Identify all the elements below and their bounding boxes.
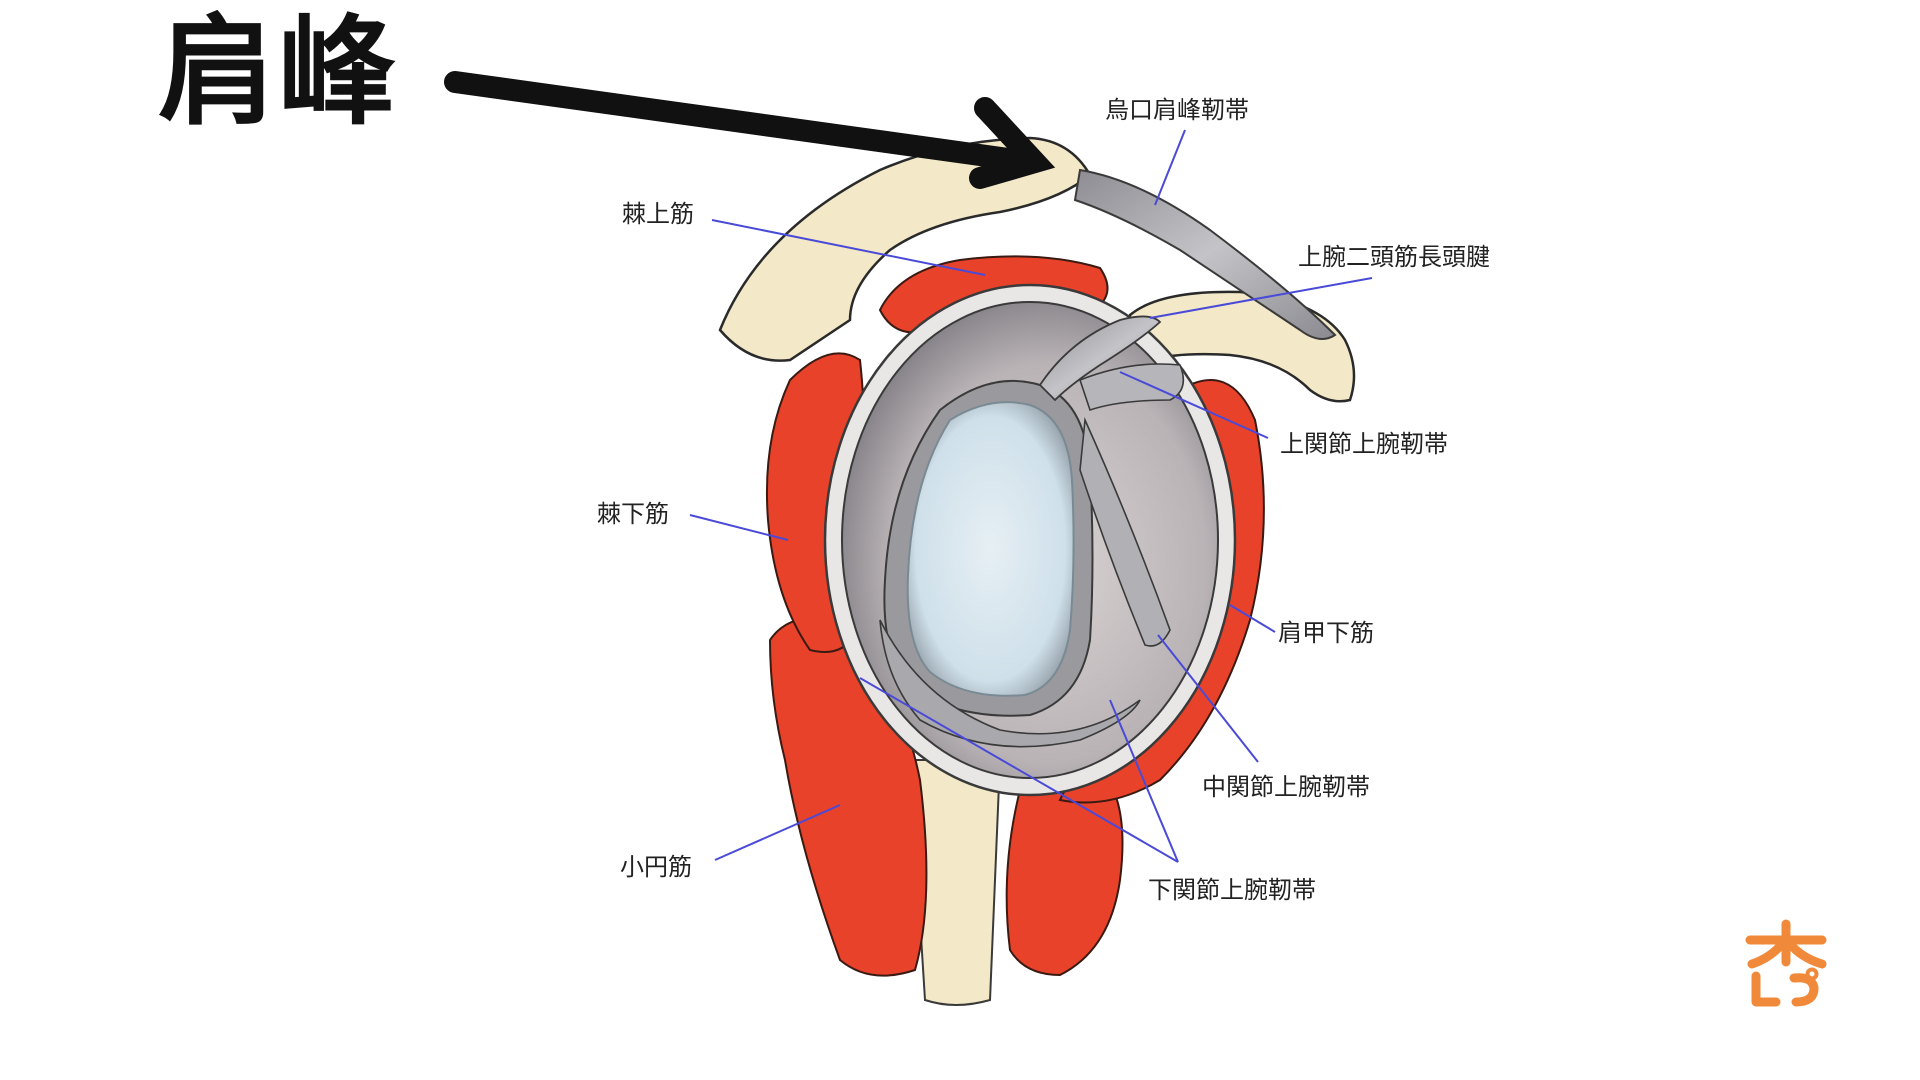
label-coracoacromial-ligament: 烏口肩峰靭帯 — [1105, 96, 1249, 124]
label-inferior-glenohumeral: 下関節上腕靭帯 — [1148, 876, 1316, 904]
label-teres-minor: 小円筋 — [620, 853, 692, 881]
label-infraspinatus: 棘下筋 — [597, 500, 669, 528]
leader-infraspinatus — [689, 514, 789, 541]
leader-subscapularis — [1229, 604, 1276, 633]
inferior-glenohumeral-ligament — [879, 619, 1141, 748]
middle-glenohumeral-ligament — [1079, 416, 1171, 647]
leader-teres-minor — [714, 804, 841, 861]
leader-inferior-gh-a — [859, 677, 1179, 863]
leader-coracoacromial — [1154, 129, 1186, 206]
leader-biceps — [1149, 277, 1373, 319]
leader-superior-gh — [1119, 371, 1269, 439]
label-supraspinatus: 棘上筋 — [622, 200, 694, 228]
leader-inferior-gh-b — [1109, 699, 1179, 863]
leader-supraspinatus — [711, 219, 986, 276]
superior-glenohumeral-ligament — [1079, 363, 1185, 412]
articular-cartilage — [906, 401, 1075, 697]
label-middle-glenohumeral: 中関節上腕靭帯 — [1202, 773, 1370, 801]
leader-lines — [689, 129, 1373, 863]
biceps-long-head-tendon — [1038, 315, 1162, 402]
label-superior-glenohumeral: 上関節上腕靭帯 — [1280, 430, 1448, 458]
leader-middle-gh — [1157, 634, 1259, 763]
acromion-bone — [718, 136, 1092, 362]
brand-logo-icon — [1745, 919, 1827, 1007]
label-subscapularis: 肩甲下筋 — [1278, 619, 1374, 647]
humerus-shaft — [908, 759, 1002, 1006]
arrow-icon — [444, 71, 1056, 189]
page-title: 肩峰 — [158, 3, 399, 141]
label-biceps-long-head: 上腕二頭筋長頭腱 — [1298, 243, 1490, 271]
